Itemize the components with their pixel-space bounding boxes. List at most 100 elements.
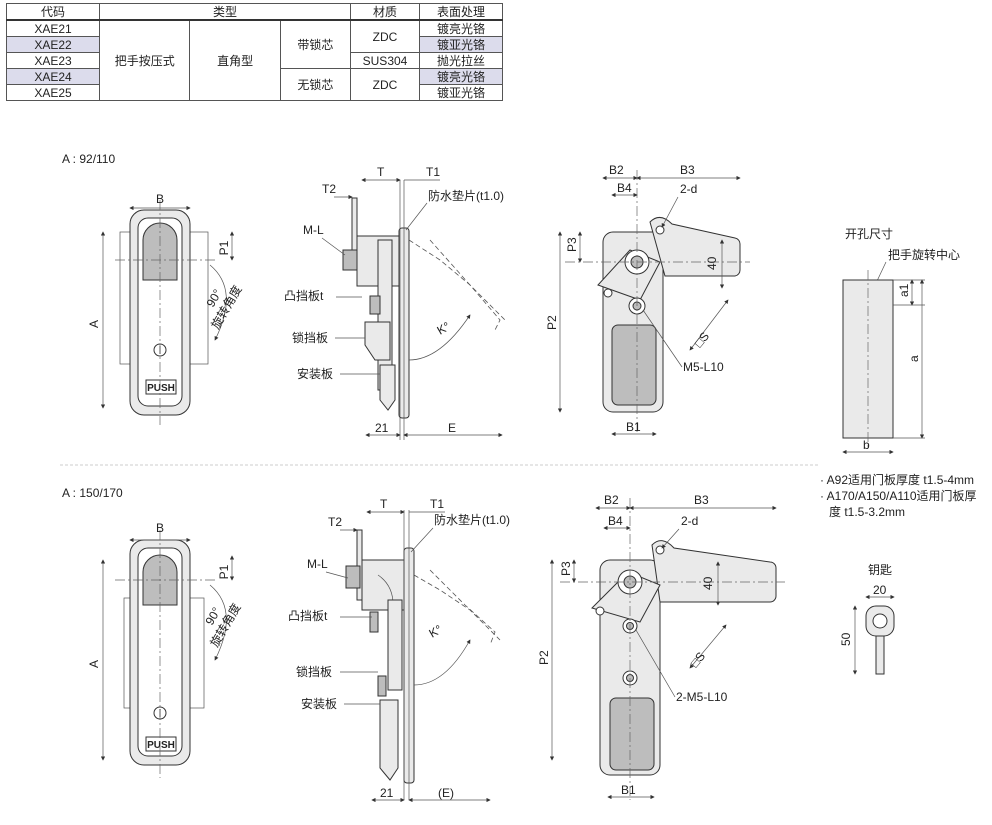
header-finish: 表面处理 bbox=[419, 3, 503, 21]
dim-a1: a1 bbox=[897, 283, 911, 297]
cell-finish: 镀亮光铬 bbox=[419, 68, 503, 85]
label-M5: 2-M5-L10 bbox=[676, 690, 728, 704]
push-label: PUSH bbox=[147, 740, 175, 751]
dim-S: □S bbox=[692, 329, 713, 350]
side-view-2: K° T T1 T2 防水垫片(t1.0) M-L 凸挡板t 锁挡板 安装板 2… bbox=[288, 497, 510, 803]
header-code: 代码 bbox=[6, 3, 100, 21]
section2-heading: A : 150/170 bbox=[62, 486, 123, 500]
label-ML: M-L bbox=[303, 223, 324, 237]
label-lock-plate: 锁挡板 bbox=[292, 330, 328, 345]
dim-B2: B2 bbox=[604, 493, 619, 507]
cell-code: XAE25 bbox=[6, 84, 100, 101]
label-2d: 2-d bbox=[681, 514, 698, 528]
label-M5: M5-L10 bbox=[683, 360, 724, 374]
push-plate bbox=[145, 379, 177, 395]
dim-P3: P3 bbox=[559, 561, 573, 576]
label-convex-plate: 凸挡板t bbox=[288, 609, 328, 623]
dim-E: (E) bbox=[438, 786, 454, 800]
cell-lock-without: 无锁芯 bbox=[279, 68, 352, 101]
dim-B4: B4 bbox=[608, 514, 623, 528]
cutout-center-label: 把手旋转中心 bbox=[888, 247, 960, 262]
front-view-1: PUSH B A P1 90° 旋转角度 bbox=[87, 192, 245, 425]
cell-lock-with: 带锁芯 bbox=[279, 19, 352, 69]
dim-P3: P3 bbox=[565, 237, 579, 252]
key-dim-w: 20 bbox=[873, 583, 887, 597]
back-view-2: B2 B3 B4 2-d P3 P2 40 □S 2-M5-L10 B1 bbox=[537, 493, 785, 800]
thumb-recess bbox=[142, 222, 178, 281]
dim-21: 21 bbox=[380, 786, 394, 800]
dim-B1: B1 bbox=[621, 783, 636, 797]
cutout-view: 开孔尺寸 把手旋转中心 a1 a b bbox=[842, 227, 960, 455]
dim-P2: P2 bbox=[545, 315, 559, 330]
table-header-row: 代码 类型 材质 表面处理 bbox=[6, 3, 503, 21]
dim-a: a bbox=[907, 355, 921, 362]
table-row: XAE22 镀亚光铬 bbox=[6, 36, 503, 53]
dim-T: T bbox=[380, 497, 388, 511]
label-2d: 2-d bbox=[680, 182, 697, 196]
dim-E: E bbox=[448, 421, 456, 435]
label-ML: M-L bbox=[307, 557, 328, 571]
cell-type-sub: 直角型 bbox=[189, 19, 281, 101]
lock-plate bbox=[364, 321, 391, 361]
cell-finish: 镀亮光铬 bbox=[419, 19, 503, 37]
header-material: 材质 bbox=[350, 3, 420, 21]
push-label: PUSH bbox=[147, 383, 175, 394]
cell-finish: 镀亚光铬 bbox=[419, 36, 503, 53]
label-lock-plate: 锁挡板 bbox=[296, 664, 332, 679]
mount-plate bbox=[379, 364, 396, 411]
latch-arm bbox=[649, 217, 741, 277]
dim-T1: T1 bbox=[426, 165, 440, 179]
label-mount-plate: 安装板 bbox=[297, 366, 333, 381]
header-type: 类型 bbox=[99, 3, 351, 21]
key-title: 钥匙 bbox=[868, 563, 892, 577]
table-row: XAE21 把手按压式 直角型 带锁芯 ZDC 镀亮光铬 bbox=[6, 19, 503, 101]
bolt-nut bbox=[342, 249, 358, 271]
cell-material: ZDC bbox=[350, 19, 420, 53]
back-view-1: B2 B3 B4 2-d P3 P2 40 □S M5-L10 B1 bbox=[545, 163, 750, 437]
dim-B1: B1 bbox=[626, 420, 641, 434]
dim-B3: B3 bbox=[694, 493, 709, 507]
side-view-1: K° T T1 T2 防水垫片(t1.0) M-L 凸挡板t 锁挡板 安装板 2… bbox=[284, 165, 506, 440]
label-convex-plate: 凸挡板t bbox=[284, 289, 324, 303]
dim-P1: P1 bbox=[217, 564, 231, 579]
table-row: XAE24 无锁芯 ZDC 镀亮光铬 bbox=[6, 68, 503, 101]
dim-P2: P2 bbox=[537, 650, 551, 665]
spec-table: 代码 类型 材质 表面处理 XAE21 把手按压式 直角型 带锁芯 ZDC 镀亮… bbox=[6, 3, 503, 101]
key-blade bbox=[875, 635, 885, 675]
dim-A: A bbox=[87, 660, 101, 668]
dim-T2: T2 bbox=[322, 182, 336, 196]
front-view-2: PUSH B A P1 90° 旋转角度 bbox=[87, 521, 244, 778]
cutout-title: 开孔尺寸 bbox=[845, 227, 893, 241]
handle-grip bbox=[611, 324, 657, 406]
cell-finish: 镀亚光铬 bbox=[419, 84, 503, 101]
dim-P1: P1 bbox=[217, 240, 231, 255]
dim-T: T bbox=[377, 165, 385, 179]
cell-finish: 抛光拉丝 bbox=[419, 52, 503, 69]
key-dim-h: 50 bbox=[839, 632, 853, 646]
dim-40: 40 bbox=[705, 256, 719, 270]
note-line-2: · A170/A150/A110适用门板厚 bbox=[820, 488, 977, 503]
label-mount-plate: 安装板 bbox=[301, 696, 337, 711]
note-line-3: 度 t1.5-3.2mm bbox=[829, 504, 905, 519]
dim-T2: T2 bbox=[328, 515, 342, 529]
dim-B: B bbox=[156, 192, 164, 206]
note-line-1: · A92适用门板厚度 t1.5-4mm bbox=[820, 472, 974, 487]
cell-code: XAE24 bbox=[6, 68, 100, 85]
dim-40: 40 bbox=[701, 576, 715, 590]
dim-T1: T1 bbox=[430, 497, 444, 511]
dim-b: b bbox=[863, 438, 870, 452]
dim-B3: B3 bbox=[680, 163, 695, 177]
label-waterproof: 防水垫片(t1.0) bbox=[428, 188, 504, 203]
key-drawing: 钥匙 20 50 bbox=[839, 563, 895, 675]
label-waterproof: 防水垫片(t1.0) bbox=[434, 512, 510, 527]
dim-A: A bbox=[87, 320, 101, 328]
dim-B: B bbox=[156, 521, 164, 535]
angle-K: K° bbox=[427, 622, 445, 641]
table-row: XAE25 镀亚光铬 bbox=[6, 84, 503, 101]
dim-21: 21 bbox=[375, 421, 389, 435]
dim-B4: B4 bbox=[617, 181, 632, 195]
angle-K: K° bbox=[435, 319, 453, 338]
dim-B2: B2 bbox=[609, 163, 624, 177]
section1-heading: A : 92/110 bbox=[62, 152, 115, 166]
